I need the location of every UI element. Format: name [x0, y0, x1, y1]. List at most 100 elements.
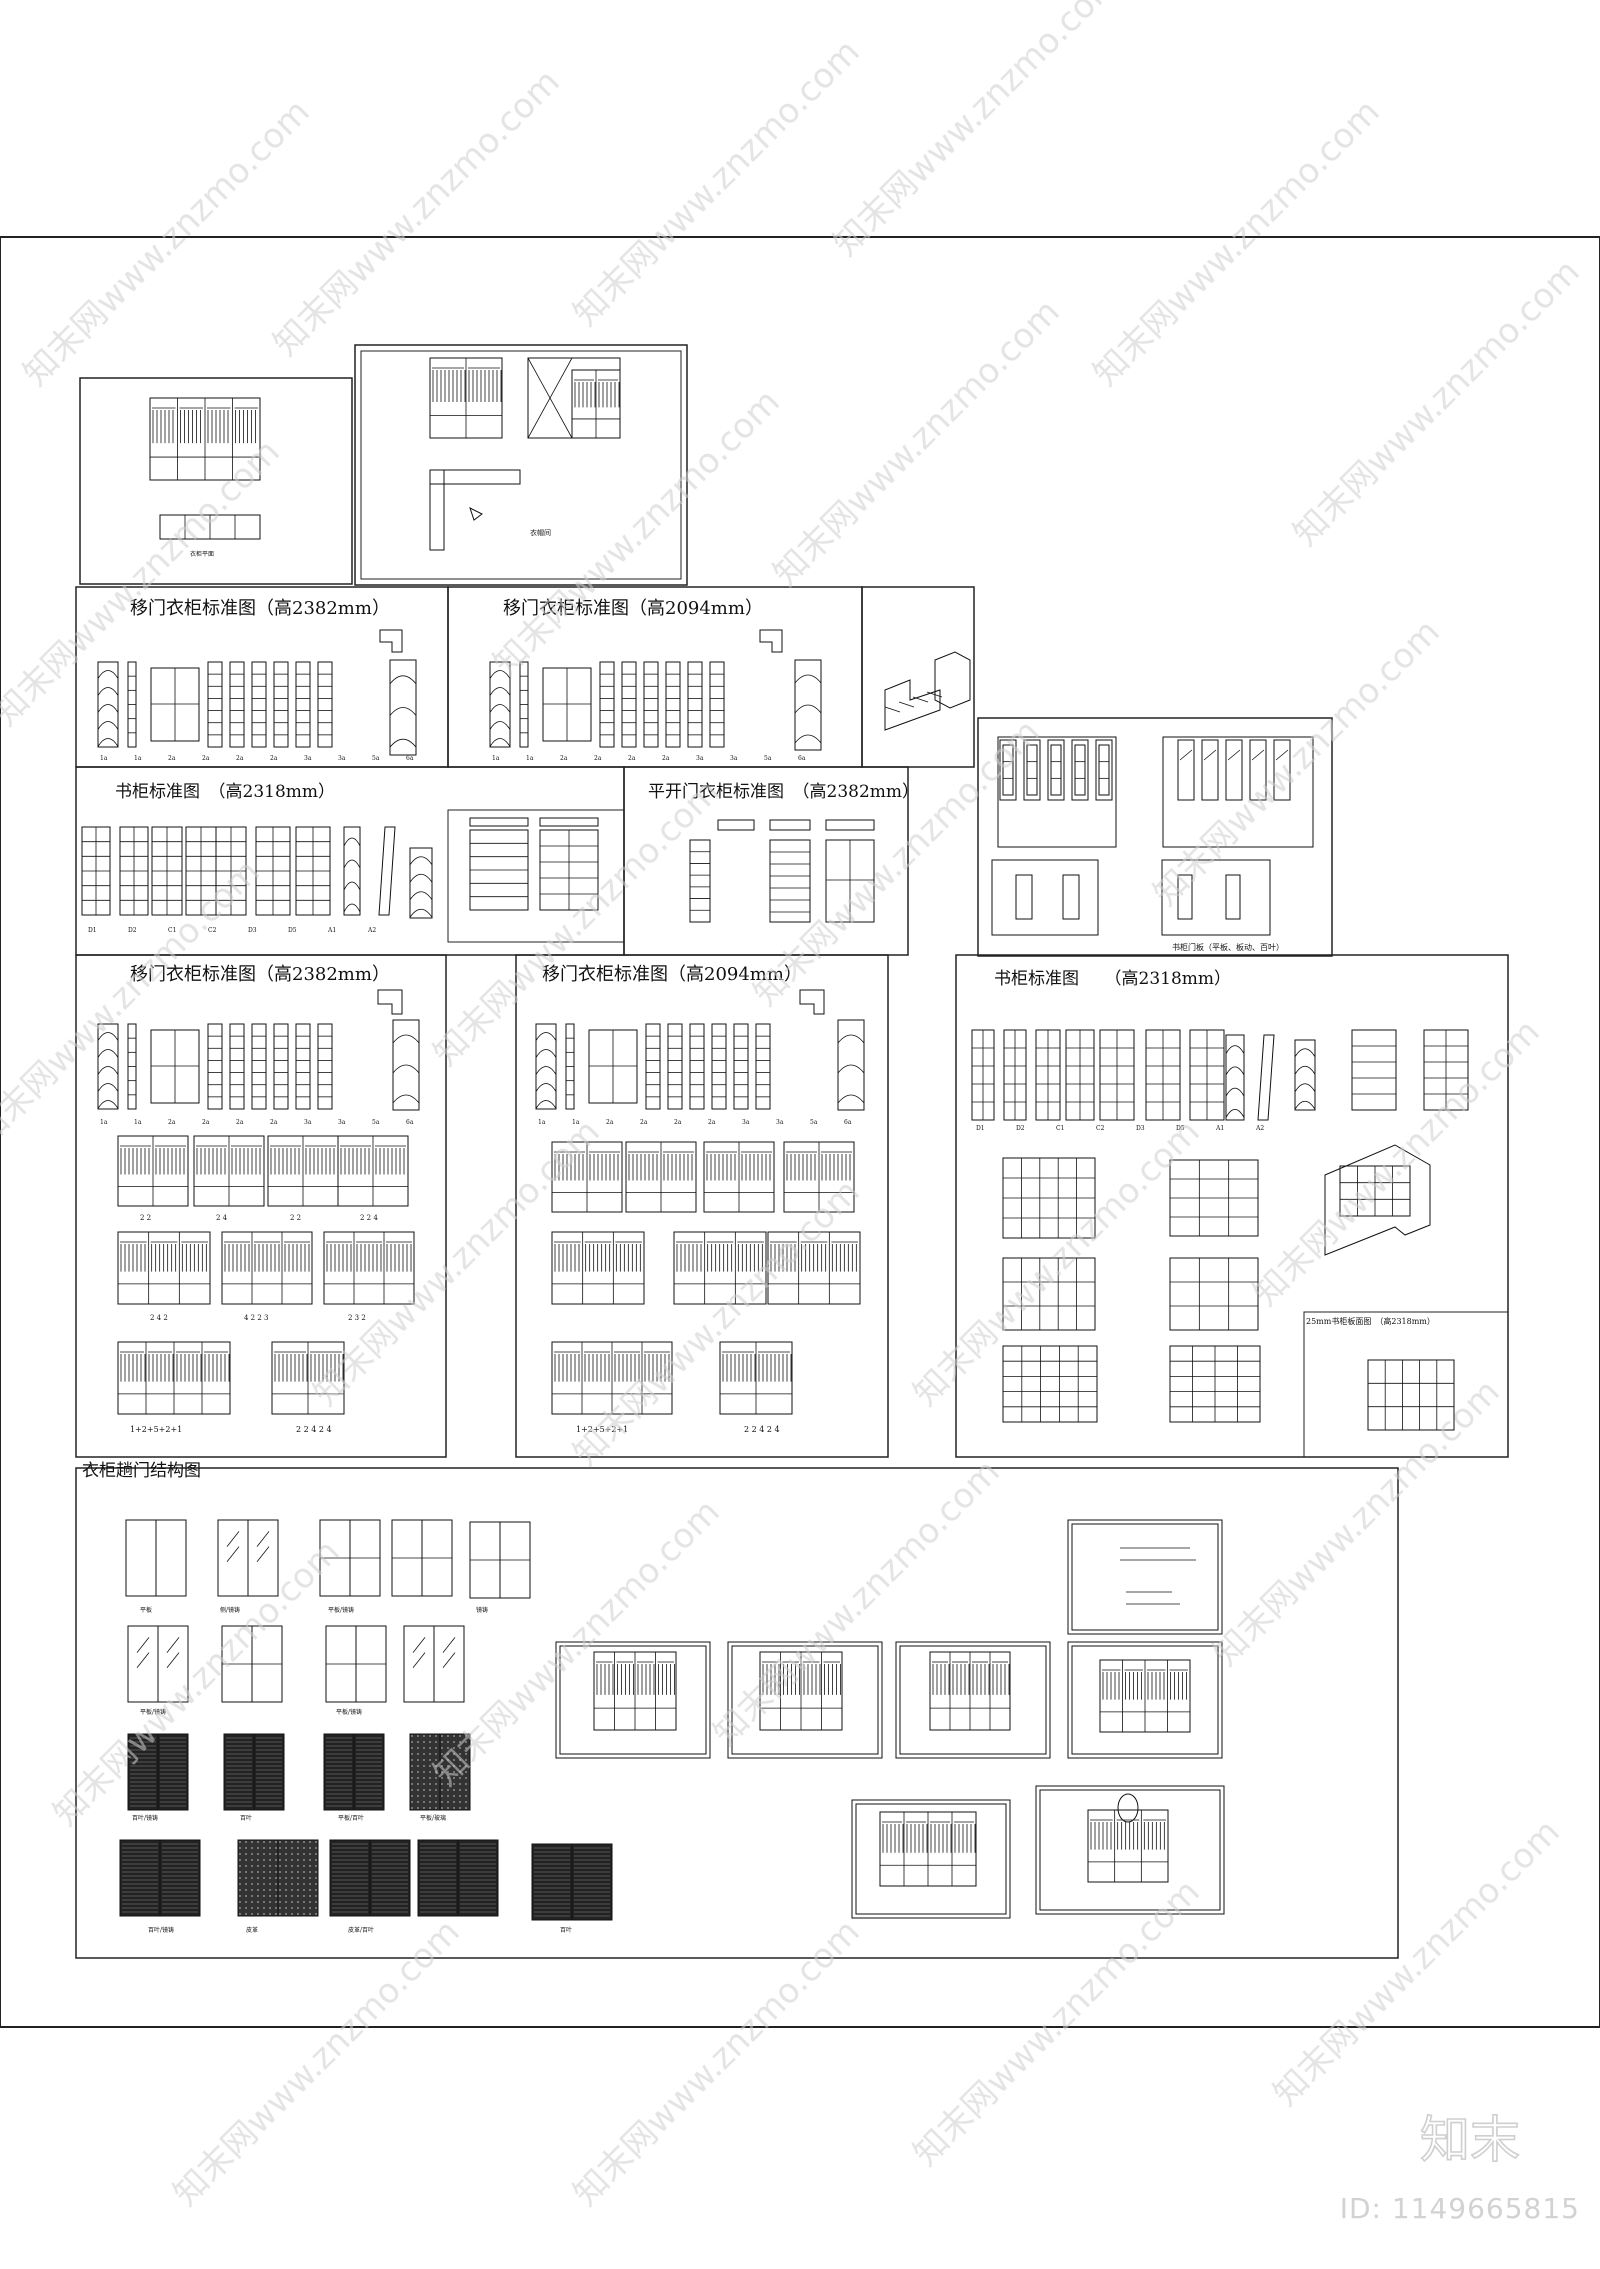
panel-corner — [861, 586, 975, 768]
leather-dot — [263, 1841, 265, 1843]
module-label: 2a — [168, 755, 176, 762]
leather-dot — [423, 1747, 425, 1749]
leather-dot — [239, 1847, 241, 1849]
elevation-sheet-inner — [1071, 1645, 1219, 1755]
corner-3d-line — [884, 706, 901, 713]
title-door-structure: 衣柜趟门结构图 — [82, 1461, 201, 1481]
leather-dot — [279, 1841, 281, 1843]
module-label: 2a — [560, 755, 568, 762]
elevation-sheet-inner — [899, 1645, 1047, 1755]
leather-dot — [441, 1789, 443, 1791]
leather-dot — [459, 1807, 461, 1809]
module-label: 3a — [776, 1119, 784, 1126]
storage-column — [251, 661, 267, 748]
leather-dot — [309, 1877, 311, 1879]
leather-dot — [453, 1777, 455, 1779]
arc-shelf — [489, 721, 511, 730]
title-bookcase-2318-a: 书柜标准图 （高2318mm） — [115, 782, 335, 802]
leather-dot — [245, 1895, 247, 1897]
storage-column — [229, 661, 245, 748]
elevation-sheet-inner — [1039, 1789, 1221, 1911]
leather-dot — [417, 1759, 419, 1761]
bookcase-label: A1 — [1215, 1125, 1224, 1132]
arc-unit — [392, 1019, 420, 1111]
arc-shelf — [1225, 1087, 1245, 1097]
leather-dot — [465, 1789, 467, 1791]
door-sheet-d — [1161, 859, 1271, 936]
leather-dot — [447, 1795, 449, 1797]
leather-dot — [285, 1847, 287, 1849]
leather-dot — [251, 1883, 253, 1885]
door-panel — [157, 1625, 189, 1703]
arc-shelf — [409, 908, 433, 918]
module-drawings: 平板侧/镜铸平板/镜铸镜铸平板/镜铸平板/镜铸百叶/镜铸百叶平板/百叶平板/玻璃… — [81, 357, 1469, 1934]
leather-dot — [423, 1735, 425, 1737]
panel-small-bookcase — [1303, 1311, 1509, 1458]
leather-dot — [297, 1907, 299, 1909]
leather-dot — [297, 1871, 299, 1873]
module-label: 2a — [270, 1119, 278, 1126]
door-panel — [433, 1625, 465, 1703]
leather-dot — [239, 1877, 241, 1879]
module-label: 5a — [372, 1119, 380, 1126]
leather-dot — [239, 1883, 241, 1885]
leather-dot — [303, 1877, 305, 1879]
bookcase-label: D3 — [248, 927, 257, 934]
corner-plan — [799, 989, 825, 1015]
note-bookcase-doors: 书柜门板（平板、板动、百叶） — [1172, 942, 1284, 952]
door-label: 百叶 — [240, 1814, 252, 1822]
leather-dot — [417, 1747, 419, 1749]
leather-dot — [309, 1865, 311, 1867]
leather-dot — [285, 1913, 287, 1915]
mirror-glint — [256, 1531, 270, 1547]
leather-dot — [459, 1777, 461, 1779]
leather-dot — [269, 1913, 271, 1915]
leather-dot — [263, 1901, 265, 1903]
leather-dot — [263, 1913, 265, 1915]
hinged-top — [825, 819, 875, 831]
leather-dot — [245, 1871, 247, 1873]
leather-dot — [429, 1789, 431, 1791]
leather-dot — [417, 1771, 419, 1773]
mirror-glint — [136, 1652, 150, 1669]
panel-sliding-2094-b — [515, 954, 889, 1458]
leather-dot — [269, 1853, 271, 1855]
leather-dot — [435, 1777, 437, 1779]
plan-panel-2-inner — [360, 350, 682, 580]
arc-shelf — [343, 903, 361, 913]
glass-door — [1071, 739, 1089, 801]
leather-dot — [453, 1783, 455, 1785]
leather-dot — [285, 1865, 287, 1867]
module-label: 3a — [304, 1119, 312, 1126]
door-label: 侧/镜铸 — [220, 1606, 240, 1614]
module-label: 2a — [270, 755, 278, 762]
leather-dot — [465, 1753, 467, 1755]
leather-dot — [279, 1889, 281, 1891]
leather-dot — [251, 1913, 253, 1915]
arc-unit — [794, 659, 822, 751]
leather-dot — [245, 1865, 247, 1867]
leather-dot — [245, 1841, 247, 1843]
leather-dot — [269, 1883, 271, 1885]
leather-dot — [453, 1807, 455, 1809]
plan-panel-1 — [79, 377, 353, 585]
arc-shelf — [97, 738, 119, 747]
brand-logo: 知末 — [1420, 2110, 1521, 2169]
arc-unit — [409, 847, 433, 919]
leather-dot — [465, 1759, 467, 1761]
leather-dot — [309, 1841, 311, 1843]
arc-shelf — [489, 704, 511, 713]
leather-dot — [453, 1795, 455, 1797]
module-label: 1a — [100, 1119, 108, 1126]
leather-dot — [315, 1889, 317, 1891]
sample-door — [1015, 874, 1033, 920]
arc-shelf — [409, 856, 433, 865]
leather-dot — [257, 1901, 259, 1903]
arc-shelf — [1294, 1083, 1316, 1092]
leather-dot — [453, 1801, 455, 1803]
leather-dot — [263, 1853, 265, 1855]
glass-glint — [1179, 749, 1193, 761]
door-label: 皮革 — [246, 1926, 258, 1934]
leather-dot — [297, 1859, 299, 1861]
leather-dot — [239, 1889, 241, 1891]
